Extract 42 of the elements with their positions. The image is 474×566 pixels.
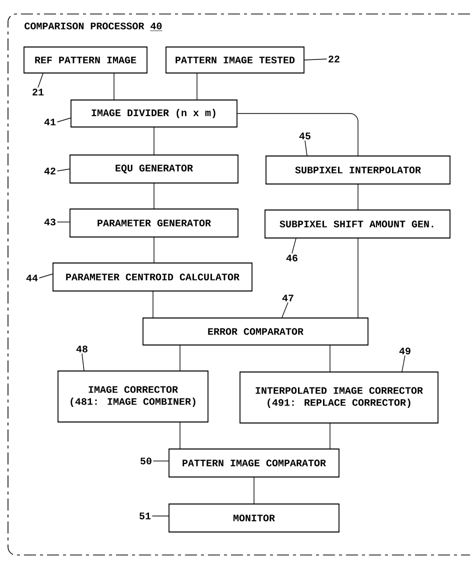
process-box: ERROR COMPARATOR — [142, 318, 368, 346]
reference-numeral: 42 — [44, 168, 56, 174]
leader-line — [304, 58, 328, 60]
reference-numeral: 45 — [299, 132, 310, 140]
process-box: IMAGE DIVIDER (n x m) — [70, 100, 238, 128]
process-box: INTERPOLATED IMAGE CORRECTOR (491: REPLACE CORRECTOR) — [240, 372, 438, 424]
connector-line — [152, 291, 154, 318]
process-box: IMAGE CORRECTOR (481: IMAGE COMBINER) — [58, 370, 208, 422]
reference-numeral: 48 — [76, 346, 88, 352]
process-box: MONITOR — [168, 504, 340, 532]
connector-line — [237, 113, 358, 156]
frame-title: COMPARISON PROCESSOR 40 — [24, 22, 162, 31]
process-box: PARAMETER GENERATOR — [70, 208, 238, 238]
reference-numeral: 41 — [44, 118, 56, 126]
process-box: SUBPIXEL SHIFT AMOUNT GEN. — [264, 210, 450, 238]
leader-line — [56, 168, 70, 172]
reference-numeral: 44 — [26, 274, 38, 282]
process-box: SUBPIXEL INTERPOLATOR — [266, 156, 450, 184]
process-box: REF PATTERN IMAGE — [24, 46, 148, 74]
process-box: PATTERN IMAGE TESTED — [166, 46, 304, 74]
reference-numeral: 47 — [282, 294, 294, 302]
leader-line — [38, 73, 44, 88]
reference-numeral: 22 — [328, 56, 340, 62]
process-box: PARAMETER CENTROID CALCULATOR — [52, 262, 252, 292]
reference-numeral: 50 — [140, 458, 152, 464]
leader-line — [282, 302, 288, 318]
reference-numeral: 46 — [286, 254, 298, 262]
process-box: PATTERN IMAGE COMPARATOR — [168, 448, 340, 478]
reference-numeral: 21 — [32, 88, 44, 96]
leader-line — [304, 140, 308, 156]
dashed-frame — [8, 14, 470, 556]
leader-line — [38, 274, 53, 278]
leader-line — [152, 460, 169, 462]
leader-line — [56, 118, 71, 122]
reference-numeral: 51 — [140, 512, 151, 520]
leader-line — [402, 355, 406, 372]
leader-line — [82, 353, 84, 371]
connector-line — [196, 73, 198, 100]
process-box: EQU GENERATOR — [70, 154, 238, 184]
leader-line — [292, 238, 296, 254]
reference-numeral: 43 — [44, 218, 56, 226]
reference-numeral: 49 — [399, 348, 410, 354]
